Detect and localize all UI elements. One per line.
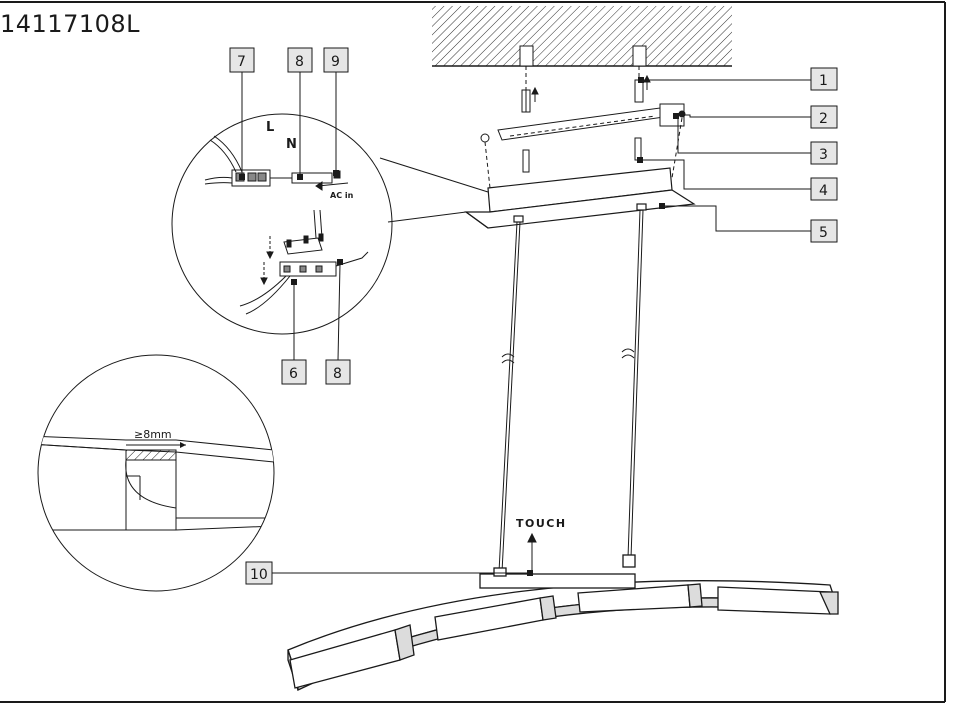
driver-assembly [239,209,369,315]
callout-8-bottom: 8 [333,366,342,382]
callout-dot-10 [527,570,533,576]
touch-arrow [527,532,537,570]
ac-in-label: AC in [330,191,354,200]
wire-label-n: N [286,137,297,152]
canopy [464,167,696,229]
callout-dots-wiring [239,170,343,285]
wiring-detail-circle [171,113,489,335]
clearance-label: ≥8mm [134,428,172,441]
callout-4: 4 [819,183,828,199]
wall-plugs [521,79,644,173]
ceiling [432,6,732,67]
callout-7: 7 [237,54,246,70]
wire-label-l: L [266,120,274,135]
callout-6: 6 [289,366,298,382]
callout-9: 9 [331,54,340,70]
luminaire-body [287,554,839,692]
mounting-bracket [480,103,686,143]
callout-3: 3 [819,147,828,163]
callout-2: 2 [819,111,828,127]
suspension-cables [498,209,644,573]
bracket-guides [484,117,683,189]
drill-guides [525,66,640,90]
arrows-up [531,74,651,102]
clearance-detail-circle [37,354,275,592]
callout-leaders-right [641,79,811,232]
model-number: 14117108L [0,10,141,38]
callout-8-top: 8 [295,54,304,70]
callout-dots-right [637,77,679,209]
callout-1: 1 [819,73,828,89]
callout-10: 10 [250,567,268,583]
callout-5: 5 [819,225,828,241]
callout-leaders-wiring [241,72,341,361]
touch-label: TOUCH [516,517,567,530]
